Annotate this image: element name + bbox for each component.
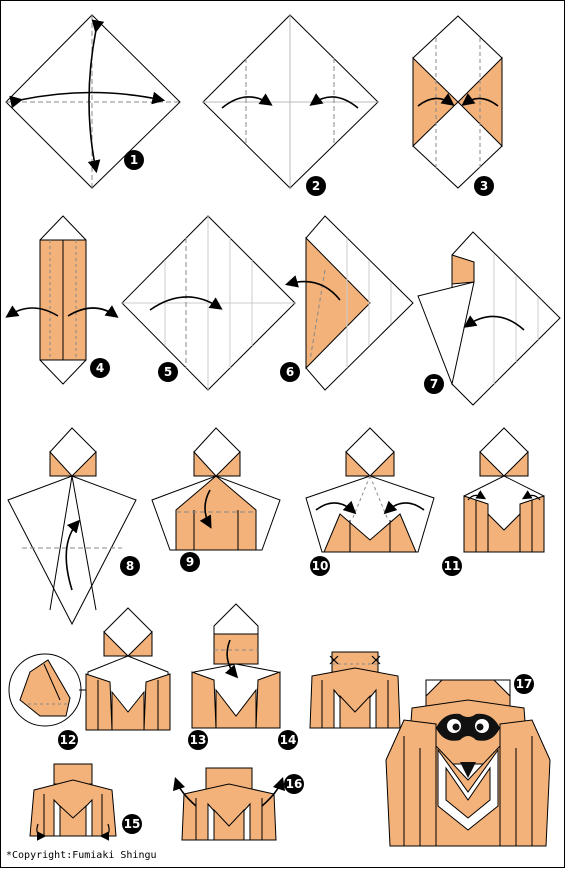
step-9-figure: [151, 427, 281, 551]
step-number-7: 7: [424, 374, 444, 394]
step-number-9: 9: [180, 552, 200, 572]
step-10-figure: [305, 427, 435, 553]
step-number-6: 6: [280, 362, 300, 382]
step-number-17: 17: [514, 674, 534, 694]
step-3-figure: [412, 15, 503, 189]
step-number-12: 12: [58, 730, 78, 750]
step-8-figure: [7, 427, 137, 626]
step-number-16: 16: [284, 774, 304, 794]
step-12-figure: [8, 607, 171, 731]
step-5-figure: [121, 215, 296, 391]
step-number-1: 1: [124, 150, 144, 170]
step-11-figure: [463, 427, 545, 553]
step-13-figure: [191, 603, 281, 729]
step-1-figure: [5, 14, 181, 189]
step-number-10: 10: [310, 556, 330, 576]
step-16-figure: [172, 767, 286, 841]
step-17-figure: [385, 679, 551, 847]
step-number-13: 13: [188, 730, 208, 750]
step-number-5: 5: [158, 362, 178, 382]
step-7-figure: [417, 231, 561, 406]
step-15-figure: [29, 763, 117, 841]
step-6-figure: [284, 215, 414, 391]
step-number-4: 4: [90, 358, 110, 378]
step-number-3: 3: [474, 176, 494, 196]
copyright-notice: *Copyright:Fumiaki Shingu: [6, 850, 157, 861]
step-number-2: 2: [306, 176, 326, 196]
step-4-figure: [5, 215, 119, 385]
step-number-8: 8: [120, 556, 140, 576]
step-2-figure: [202, 14, 379, 189]
step-number-14: 14: [278, 730, 298, 750]
step-14-figure: [309, 651, 401, 729]
step-number-11: 11: [442, 556, 462, 576]
step-number-15: 15: [122, 814, 142, 834]
